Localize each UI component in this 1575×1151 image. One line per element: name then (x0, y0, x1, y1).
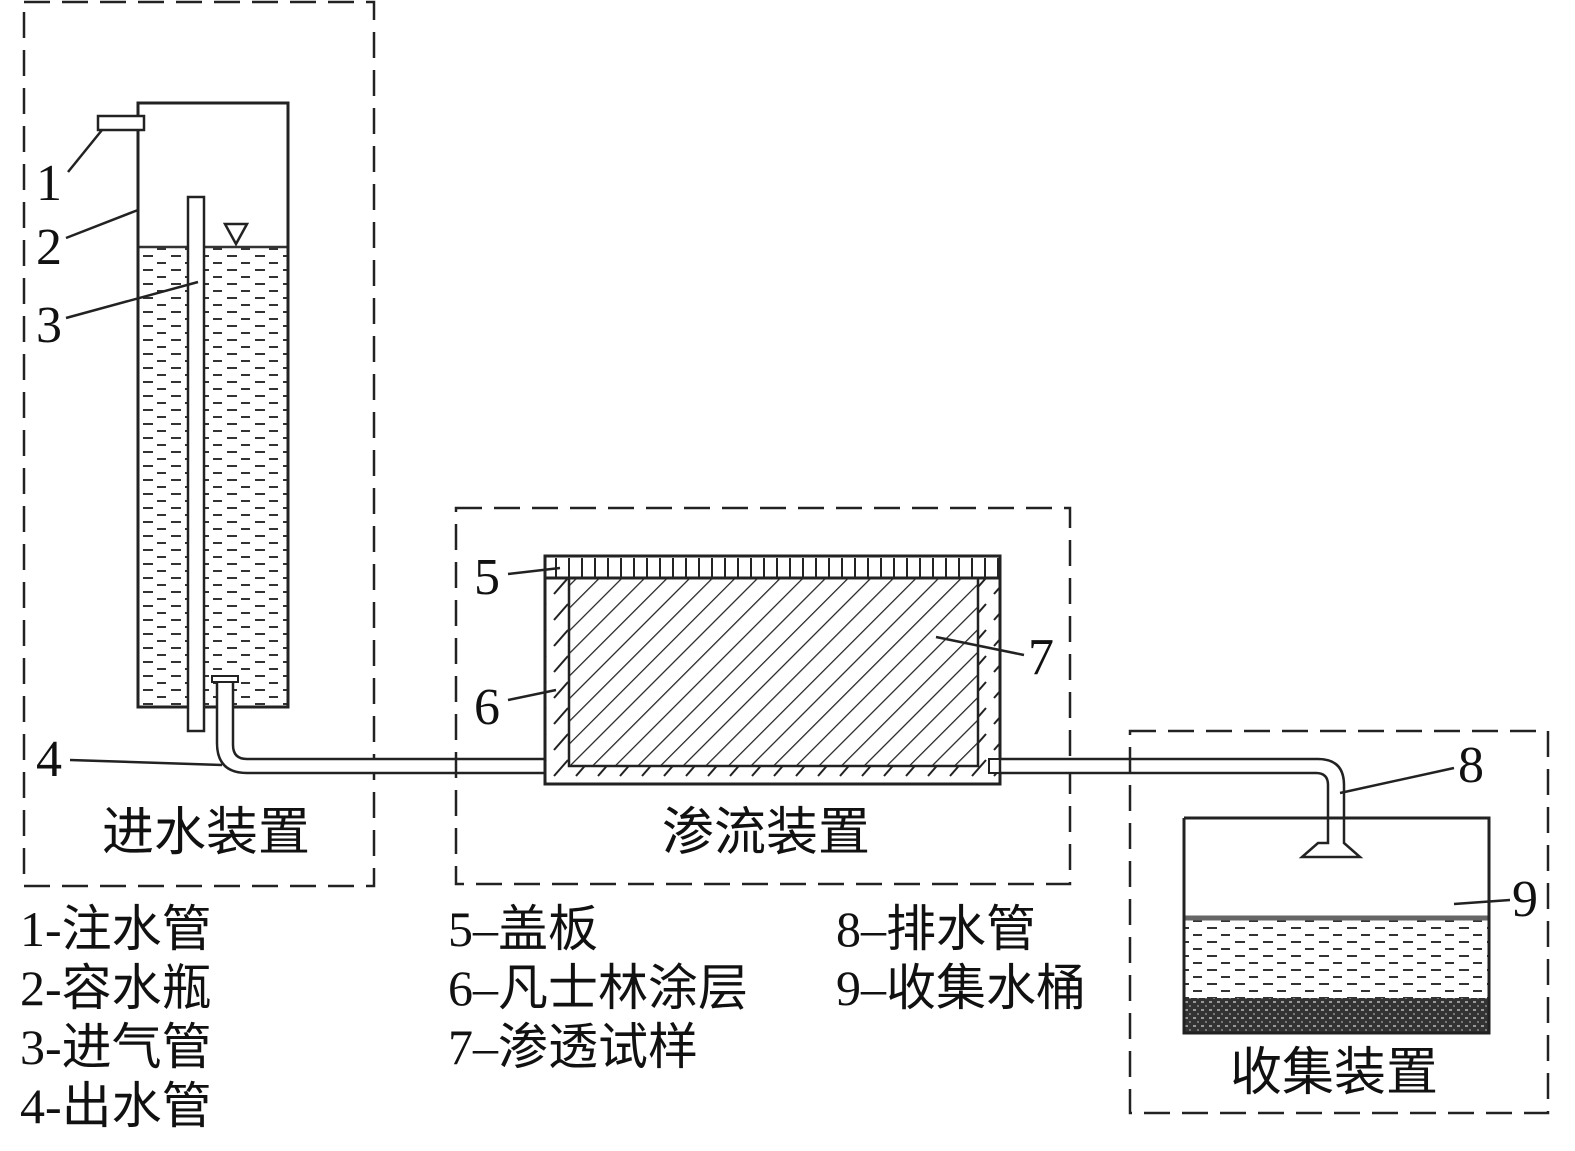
callout-4: 4 (36, 731, 62, 788)
outlet-pipe-cap (211, 675, 239, 683)
legend: 1-注水管 2-容水瓶 3-进气管 4-出水管 5–盖板 6–凡士林涂层 7–渗… (20, 901, 1086, 1134)
cover-plate-ticks (555, 558, 999, 577)
callout-2: 2 (36, 219, 62, 276)
callout-1: 1 (36, 155, 62, 212)
section-title-collect: 收集装置 (1230, 1045, 1438, 1102)
callout-8: 8 (1458, 737, 1484, 794)
seepage-dashed-frame (454, 506, 1072, 886)
seepage-specimen (567, 576, 980, 768)
callout-5: 5 (474, 549, 500, 606)
bottle-water (138, 247, 288, 707)
air-inlet-tube (186, 195, 206, 733)
legend-item: 7–渗透试样 (448, 1019, 698, 1075)
legend-item: 9–收集水桶 (836, 960, 1086, 1016)
legend-item: 2-容水瓶 (20, 960, 212, 1016)
legend-item: 3-进气管 (20, 1019, 212, 1075)
callout-7: 7 (1028, 629, 1054, 686)
callout-numbers: 1 2 3 4 5 6 7 8 9 (36, 155, 1538, 928)
callout-6: 6 (474, 679, 500, 736)
cover-plate (543, 554, 1002, 580)
collect-dashed-frame (1128, 729, 1550, 1115)
inlet-dashed-frame (22, 0, 376, 888)
section-title-inlet: 进水装置 (102, 805, 310, 862)
legend-item: 8–排水管 (836, 901, 1036, 957)
inlet-section (22, 0, 547, 888)
legend-item: 5–盖板 (448, 901, 598, 957)
legend-item: 4-出水管 (20, 1078, 212, 1134)
water-bottle (136, 101, 290, 709)
collection-bucket (1182, 816, 1491, 1035)
collect-water (1184, 918, 1489, 998)
collect-section (1128, 729, 1550, 1115)
seepage-section (454, 506, 1072, 886)
seepage-outlet-stub (988, 758, 1001, 774)
callout-9: 9 (1512, 871, 1538, 928)
legend-item: 6–凡士林涂层 (448, 960, 748, 1016)
leader-lines (65, 129, 1511, 906)
injection-pipe (96, 114, 146, 132)
legend-item: 1-注水管 (20, 901, 212, 957)
water-level-icon (222, 222, 250, 247)
drain-pipe (998, 757, 1364, 859)
collect-sediment (1184, 998, 1489, 1033)
section-title-seepage: 渗流装置 (662, 805, 870, 862)
callout-3: 3 (36, 297, 62, 354)
